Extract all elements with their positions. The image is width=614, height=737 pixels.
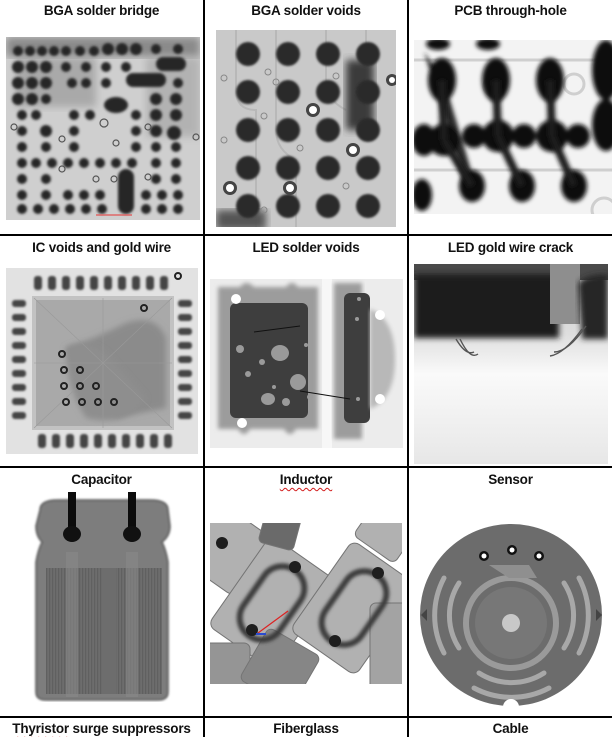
sensor-image bbox=[419, 523, 604, 708]
column-divider bbox=[203, 0, 205, 737]
cell-caption: Inductor bbox=[205, 472, 407, 487]
table-cell-bga-solder-bridge: BGA solder bridge bbox=[0, 0, 203, 234]
pcb-through-hole-image bbox=[414, 40, 612, 214]
row-divider bbox=[0, 716, 612, 718]
bga-solder-bridge-image bbox=[6, 37, 200, 220]
spellcheck-flagged-word: Thyristor bbox=[12, 721, 69, 736]
caption-rest: surge suppressors bbox=[69, 721, 191, 736]
cell-caption: Fiberglass bbox=[273, 721, 339, 736]
column-divider bbox=[407, 0, 409, 737]
table-cell-thyristor-surge-suppressors: Thyristor surge suppressors bbox=[0, 718, 203, 737]
cell-caption: Cable bbox=[492, 721, 529, 736]
cell-caption: LED solder voids bbox=[252, 240, 360, 255]
table-cell-capacitor: Capacitor bbox=[0, 468, 203, 716]
table-cell-fiberglass: Fiberglass bbox=[205, 718, 407, 737]
cell-caption: Thyristor surge suppressors bbox=[0, 721, 203, 736]
ic-voids-gold-wire-image bbox=[6, 268, 198, 454]
row-divider bbox=[0, 234, 612, 236]
led-solder-voids-image bbox=[210, 279, 403, 448]
cell-caption: LED gold wire crack bbox=[447, 240, 574, 255]
spellcheck-flagged-word: Inductor bbox=[279, 472, 333, 487]
inductor-image bbox=[210, 523, 402, 684]
cell-caption: PCB through-hole bbox=[454, 3, 567, 18]
table-cell-led-gold-wire-crack: LED gold wire crack bbox=[409, 236, 612, 466]
table-cell-led-solder-voids: LED solder voids bbox=[205, 236, 407, 466]
cell-caption: BGA solder voids bbox=[251, 3, 361, 18]
table-cell-ic-voids-gold-wire: IC voids and gold wire bbox=[0, 236, 203, 466]
table-cell-inductor: Inductor bbox=[205, 468, 407, 716]
cell-caption: Sensor bbox=[488, 472, 533, 487]
table-cell-sensor: Sensor bbox=[409, 468, 612, 716]
table-cell-cable: Cable bbox=[409, 718, 612, 737]
cell-caption: Capacitor bbox=[71, 472, 132, 487]
capacitor-image bbox=[28, 492, 178, 702]
row-divider bbox=[0, 466, 612, 468]
led-gold-wire-crack-image bbox=[414, 264, 608, 464]
bga-solder-voids-image bbox=[216, 30, 396, 227]
cell-caption: BGA solder bridge bbox=[43, 3, 160, 18]
cell-caption: IC voids and gold wire bbox=[32, 240, 171, 255]
table-cell-pcb-through-hole: PCB through-hole bbox=[409, 0, 612, 234]
table-cell-bga-solder-voids: BGA solder voids bbox=[205, 0, 407, 234]
